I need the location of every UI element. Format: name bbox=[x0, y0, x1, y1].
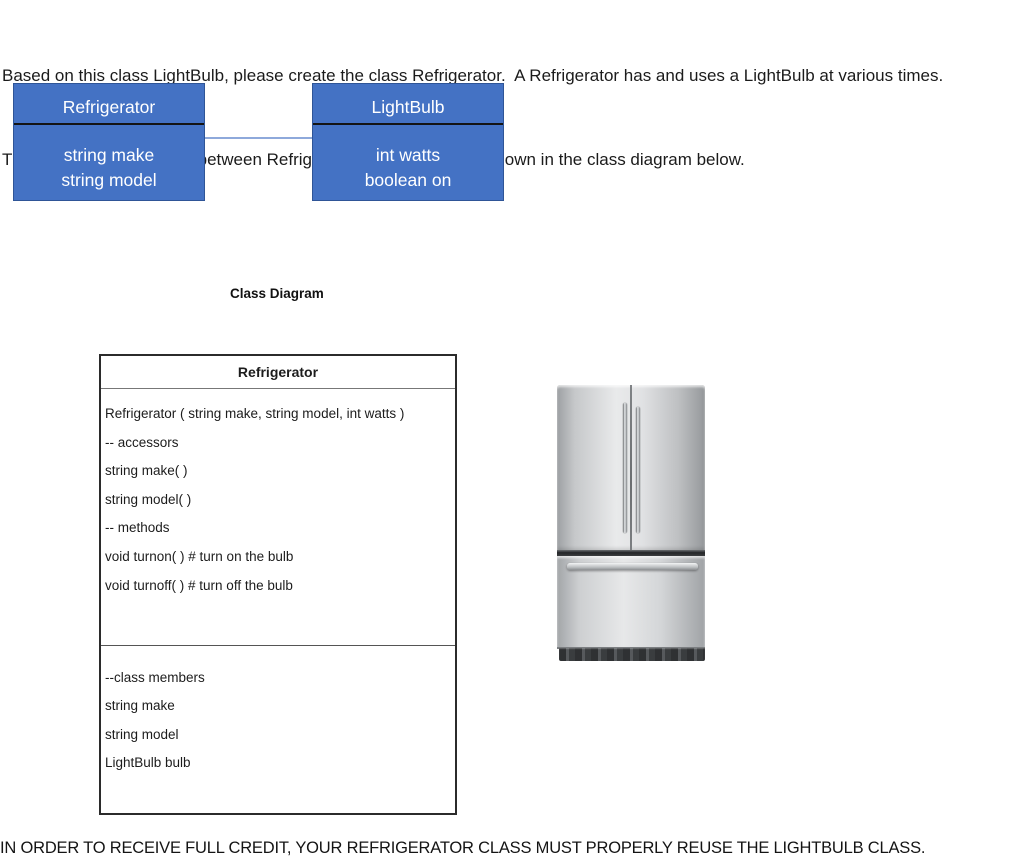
uml-member-model: string model bbox=[105, 726, 179, 742]
mini-refrigerator-title: Refrigerator bbox=[14, 84, 204, 125]
fridge-left-handle bbox=[623, 403, 627, 533]
mini-lightbulb-attrs: int watts boolean on bbox=[313, 125, 503, 193]
uml-member-make: string make bbox=[105, 698, 175, 714]
uml-member-bulb: LightBulb bulb bbox=[105, 755, 191, 771]
uml-accessor-make: string make( ) bbox=[105, 463, 188, 479]
uml-method-turnoff: void turnoff( ) # turn off the bulb bbox=[105, 577, 293, 593]
mini-lightbulb-attr: boolean on bbox=[364, 170, 452, 190]
uml-class-title: Refrigerator bbox=[101, 356, 455, 389]
fridge-kick-plate bbox=[559, 648, 705, 661]
refrigerator-photo bbox=[557, 385, 705, 662]
uml-comment-accessors: -- accessors bbox=[105, 434, 179, 450]
association-line bbox=[205, 137, 312, 139]
uml-comment-class-members: --class members bbox=[105, 670, 205, 685]
fridge-drawer-seam bbox=[557, 550, 705, 556]
mini-refrigerator-attrs: string make string model bbox=[14, 125, 204, 193]
fridge-right-handle bbox=[636, 407, 640, 533]
uml-method-turnon: void turnon( ) # turn on the bulb bbox=[105, 548, 294, 564]
uml-accessor-model: string model( ) bbox=[105, 491, 192, 507]
class-diagram-caption: Class Diagram bbox=[230, 286, 324, 301]
mini-refrigerator-box: Refrigerator string make string model bbox=[13, 83, 205, 201]
mini-refrigerator-attr: string model bbox=[61, 170, 157, 190]
fridge-drawer-handle bbox=[567, 563, 698, 570]
mini-refrigerator-attr: string make bbox=[63, 145, 155, 165]
uml-members-section: --class members string make string model… bbox=[101, 645, 455, 778]
full-credit-requirement: IN ORDER TO RECEIVE FULL CREDIT, YOUR RE… bbox=[0, 839, 926, 857]
mini-lightbulb-box: LightBulb int watts boolean on bbox=[312, 83, 504, 201]
uml-operations-section: Refrigerator ( string make, string model… bbox=[101, 389, 455, 645]
uml-comment-methods: -- methods bbox=[105, 520, 170, 536]
fridge-door-gap bbox=[630, 385, 632, 550]
mini-lightbulb-attr: int watts bbox=[375, 145, 441, 165]
uml-class-box: Refrigerator Refrigerator ( string make,… bbox=[99, 354, 457, 815]
uml-constructor: Refrigerator ( string make, string model… bbox=[105, 406, 405, 421]
mini-lightbulb-title: LightBulb bbox=[313, 84, 503, 125]
intro-line-1: Based on this class LightBulb, please cr… bbox=[2, 66, 944, 85]
